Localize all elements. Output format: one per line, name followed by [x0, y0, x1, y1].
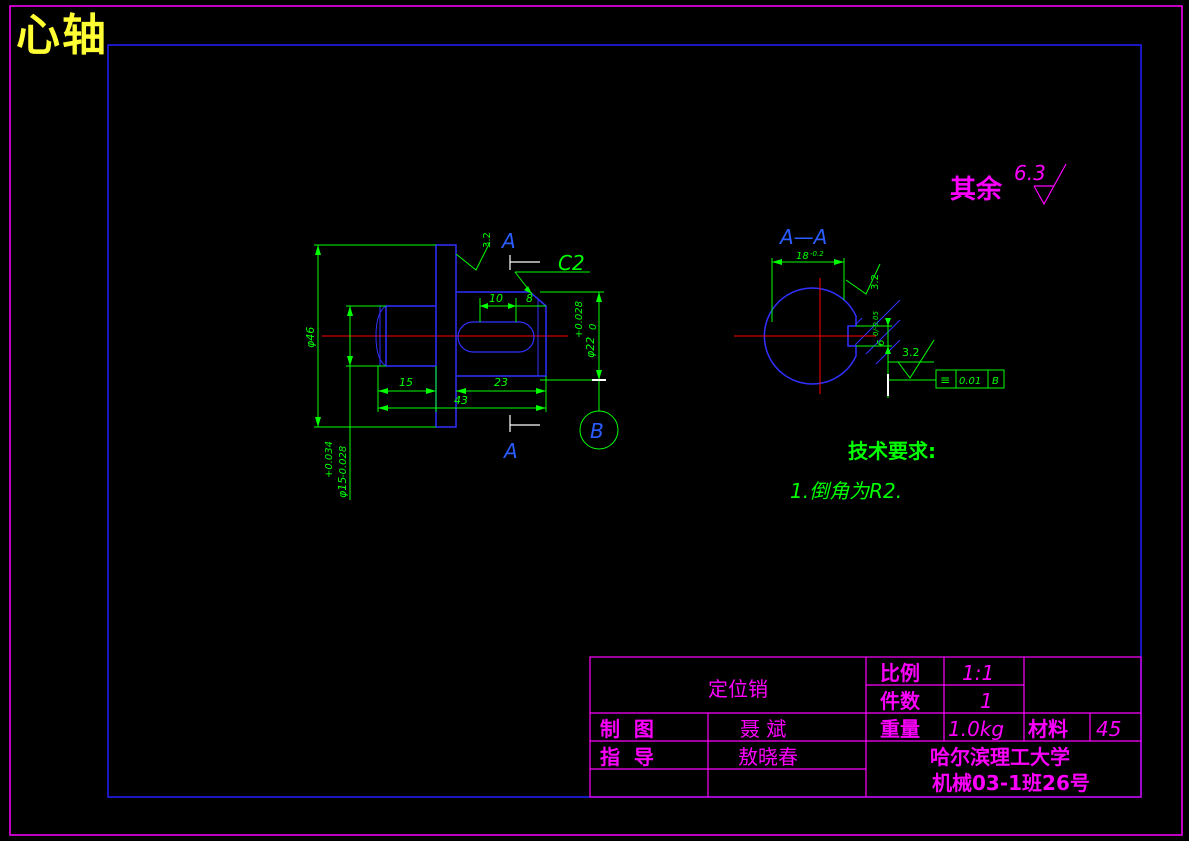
dim46-arrow-bot: [315, 417, 321, 427]
sec-slot-arrow-b: [885, 346, 891, 354]
slot10-arrow-r: [508, 303, 516, 309]
tb-scale-label: 比例: [880, 661, 920, 685]
sec-slot-text: 6: [876, 340, 887, 346]
dim15-text: φ15: [336, 477, 349, 498]
section-cut-bottom: [509, 415, 540, 432]
outer-frame: [9, 5, 1183, 836]
sec-roughness-side: [897, 339, 935, 379]
len43-text: 43: [454, 394, 468, 407]
len43-arrow-l: [378, 405, 388, 411]
other-roughness-symbol: [1033, 163, 1067, 206]
dim22-arrow-bot: [596, 370, 602, 380]
section-cut-top: [509, 255, 540, 270]
len23-text: 23: [494, 376, 508, 389]
len15-arrow-l: [378, 388, 388, 394]
tb-material-label: 材料: [1028, 717, 1068, 741]
tb-scale-value: 1:1: [962, 661, 994, 685]
tb-guide-label: 指 导: [600, 745, 654, 769]
dim22-arrow-top: [596, 292, 602, 302]
tb-part-name: 定位销: [708, 677, 768, 701]
sec-width-arrow-l: [772, 259, 782, 265]
tol-datum: B: [992, 376, 999, 387]
tb-school: 哈尔滨理工大学: [930, 745, 1070, 769]
front-view: φ46 φ15 +0.034 -0.028 φ22 +0.028 0 15 23…: [304, 229, 619, 500]
other-roughness-label: 其余: [950, 174, 1003, 205]
datum-b-text: B: [590, 419, 604, 443]
tb-qty-label: 件数: [880, 689, 921, 713]
sec-roughness-top-text: 3.2: [870, 274, 881, 290]
section-mark-bottom: A: [502, 439, 518, 463]
left-shaft-outline: [385, 305, 436, 367]
front-roughness-text: 3.2: [482, 232, 493, 248]
tb-weight-value: 1.0kg: [948, 717, 1004, 741]
slot8-text: 8: [526, 292, 533, 305]
tol-symbol: ≡: [940, 373, 950, 387]
tb-draw-name: 聂 斌: [740, 717, 786, 741]
tb-class-info: 机械03-1班26号: [932, 771, 1090, 795]
len23-arrow-l: [456, 388, 466, 394]
dim15-arrow-bot: [347, 356, 353, 366]
other-roughness-value: 6.3: [1014, 161, 1046, 185]
sec-width-tol: -0.2: [810, 250, 824, 258]
tb-draw-label: 制 图: [600, 717, 654, 741]
slot10-arrow-l: [480, 303, 488, 309]
tb-qty-value: 1: [980, 689, 993, 713]
left-shaft-chamfer: [375, 305, 387, 367]
sec-slot-arrow-t: [885, 318, 891, 326]
sec-slot-tol: 0/-0.05: [872, 311, 880, 336]
tol-frame: [935, 369, 1005, 389]
chamfer-arrow: [524, 286, 532, 294]
tech-title: 技术要求:: [848, 439, 936, 463]
drawing-title: 心轴: [16, 10, 108, 61]
tech-item: 1.倒角为R2.: [790, 479, 902, 503]
title-block: 定位销 比例 1:1 件数 1 制 图 聂 斌 指 导 敖晓春 重量 1.0kg…: [589, 656, 1142, 798]
sec-roughness-top: [845, 263, 881, 295]
key-slot: [457, 321, 535, 353]
section-outline: [763, 287, 857, 385]
len43-arrow-r: [536, 405, 546, 411]
tol-value: 0.01: [959, 376, 981, 387]
tb-weight-label: 重量: [880, 717, 920, 741]
section-label: A—A: [778, 225, 827, 249]
dim15-lower-tol: -0.028: [338, 446, 349, 478]
len23-arrow-r: [536, 388, 546, 394]
len15-text: 15: [399, 376, 413, 389]
chamfer-text: C2: [558, 251, 585, 275]
tb-guide-name: 敖晓春: [738, 745, 798, 769]
slot10-text: 10: [489, 292, 503, 305]
len15-arrow-r: [426, 388, 436, 394]
sec-width-text: 18: [796, 251, 809, 262]
front-roughness-symbol: [455, 241, 491, 271]
dim22-upper-tol: +0.028: [574, 301, 585, 338]
sec-roughness-side-text: 3.2: [902, 346, 920, 359]
dim22-lower-tol: 0: [588, 324, 599, 330]
dim22-text: φ22: [584, 337, 597, 358]
section-view: A—A 18 -0.2 6 0/-0.05 3.2 3.2 ≡ 0.01 B: [734, 225, 1005, 398]
sec-width-arrow-r: [834, 259, 844, 265]
flange-outline: [435, 244, 457, 428]
section-mark-top: A: [500, 229, 516, 253]
dim15-upper-tol: +0.034: [324, 441, 335, 478]
dim46-text: φ46: [304, 327, 317, 348]
dim46-arrow-top: [315, 245, 321, 255]
tb-material-value: 45: [1096, 717, 1121, 741]
dim15-arrow-top: [347, 306, 353, 316]
notes: 其余 6.3 技术要求: 1.倒角为R2.: [790, 161, 1067, 503]
